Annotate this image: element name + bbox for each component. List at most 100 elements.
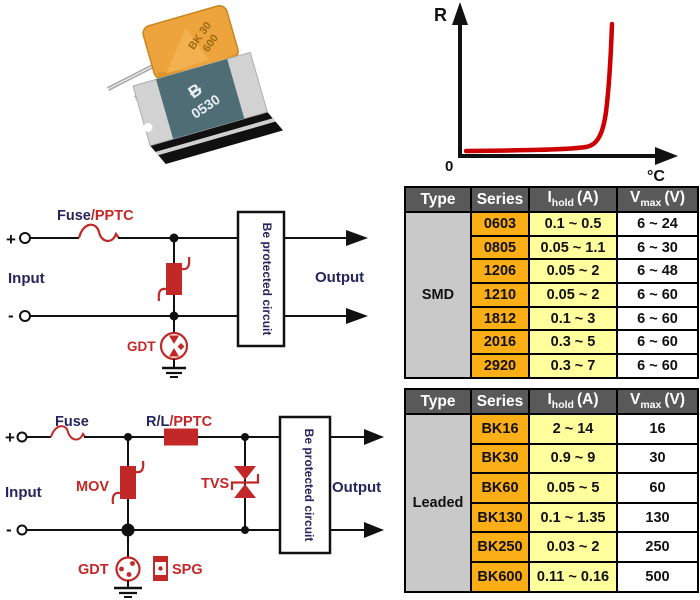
series-cell: BK30: [470, 442, 530, 475]
table-row: Leaded BK16 2 ~ 14 16: [404, 413, 699, 593]
gdt-label: GDT: [78, 562, 109, 578]
series-cell: 1206: [470, 258, 530, 285]
series-cell: BK130: [470, 501, 530, 534]
leaded-pptc-photo: BK 30 600: [107, 5, 239, 100]
spg-label: SPG: [172, 562, 203, 578]
input-label: Input: [8, 270, 45, 287]
header-vmax: Vmax(V): [616, 186, 699, 213]
vmax-cell: 60: [616, 472, 699, 504]
vmax-cell: 6 ~ 60: [616, 305, 699, 332]
ground-symbol: [114, 586, 142, 598]
vmax-cell: 250: [616, 531, 699, 563]
y-axis-arrow-icon: [452, 2, 468, 25]
vmax-cell: 16: [616, 413, 699, 445]
output-label: Output: [332, 479, 381, 496]
smd-pptc-photo: B 0530: [132, 51, 284, 164]
leaded-spec-table: Type Series Ihold(A) Vmax(V) Leaded BK16…: [404, 388, 699, 593]
minus-terminal-label: -: [8, 306, 14, 325]
series-cell: 0805: [470, 234, 530, 261]
plus-terminal-label: +: [5, 428, 15, 447]
header-ihold: Ihold(A): [528, 388, 618, 415]
tvs-symbol: [234, 466, 256, 480]
vmax-cell: 6 ~ 48: [616, 258, 699, 285]
series-cell: BK16: [470, 413, 530, 445]
vmax-cell: 6 ~ 60: [616, 329, 699, 356]
ihold-cell: 0.05 ~ 2: [528, 282, 618, 308]
series-cell: 1812: [470, 305, 530, 332]
smd-spec-table: Type Series Ihold(A) Vmax(V) SMD 0603 0.…: [404, 186, 699, 379]
mov-label: MOV: [76, 479, 109, 495]
minus-terminal-label: -: [6, 520, 12, 539]
fuse-symbol: [77, 223, 120, 242]
input-label: Input: [5, 484, 42, 501]
vmax-cell: 30: [616, 442, 699, 475]
type-cell: SMD: [404, 211, 472, 379]
header-type: Type: [404, 186, 472, 213]
ground-symbol: [162, 366, 186, 378]
table-header-row: Type Series Ihold(A) Vmax(V): [404, 186, 699, 213]
plus-terminal: [16, 431, 28, 443]
component-photos: BK 30 600 B 0530: [107, 5, 284, 164]
protected-circuit-box: [236, 210, 286, 348]
minus-terminal: [16, 524, 28, 536]
output-arrow-icon: [364, 522, 384, 538]
vmax-cell: 6 ~ 30: [616, 234, 699, 261]
ihold-cell: 0.1 ~ 3: [528, 305, 618, 332]
pptc-rt-curve: [463, 21, 615, 154]
ihold-cell: 0.3 ~ 7: [528, 353, 618, 379]
table-header-row: Type Series Ihold(A) Vmax(V): [404, 388, 699, 415]
output-label: Output: [315, 269, 364, 286]
ihold-cell: 0.05 ~ 2: [528, 258, 618, 285]
rt-curve-graph: R 0 °C: [434, 2, 678, 185]
header-vmax: Vmax(V): [616, 388, 699, 415]
plus-terminal-label: +: [6, 230, 16, 249]
rl-pptc-label: R/L/PPTC: [146, 414, 213, 430]
vmax-cell: 6 ~ 60: [616, 282, 699, 308]
protected-circuit-label: Be protected circuit: [260, 223, 274, 336]
tvs-label: TVS: [201, 476, 230, 492]
protected-circuit-label: Be protected circuit: [302, 429, 316, 542]
ihold-cell: 0.1 ~ 1.35: [528, 501, 618, 534]
ihold-cell: 0.3 ~ 5: [528, 329, 618, 356]
series-cell: 0603: [470, 211, 530, 237]
circuit-1-schematic: Fuse/PPTC + - Input Output Be protected …: [6, 208, 368, 378]
y-axis-label: R: [434, 5, 447, 25]
ihold-cell: 0.9 ~ 9: [528, 442, 618, 475]
series-cell: 2016: [470, 329, 530, 356]
type-cell: Leaded: [404, 413, 472, 593]
ihold-cell: 0.05 ~ 1.1: [528, 234, 618, 261]
vmax-cell: 500: [616, 560, 699, 593]
ihold-cell: 0.03 ~ 2: [528, 531, 618, 563]
gdt-label: GDT: [127, 339, 156, 354]
ihold-cell: 0.05 ~ 5: [528, 472, 618, 504]
fuse-pptc-label: Fuse/PPTC: [57, 208, 134, 224]
header-series: Series: [470, 186, 530, 213]
ihold-cell: 0.11 ~ 0.16: [528, 560, 618, 593]
smd-top-face: [156, 58, 245, 139]
series-cell: 2920: [470, 353, 530, 379]
fuse-symbol: [50, 425, 86, 441]
series-cell: BK600: [470, 560, 530, 593]
header-ihold: Ihold(A): [528, 186, 618, 213]
minus-terminal: [19, 310, 31, 322]
series-cell: BK60: [470, 472, 530, 504]
header-type: Type: [404, 388, 472, 415]
header-series: Series: [470, 388, 530, 415]
vmax-cell: 6 ~ 60: [616, 353, 699, 379]
plus-terminal: [19, 232, 31, 244]
ihold-cell: 2 ~ 14: [528, 413, 618, 445]
x-axis-arrow-icon: [655, 147, 678, 165]
table-row: SMD 0603 0.1 ~ 0.5 6 ~ 24: [404, 211, 699, 379]
varistor-symbol: [166, 263, 182, 295]
output-arrow-icon: [346, 308, 368, 324]
spg-symbol: [153, 556, 168, 581]
x-axis-label: °C: [647, 168, 665, 185]
